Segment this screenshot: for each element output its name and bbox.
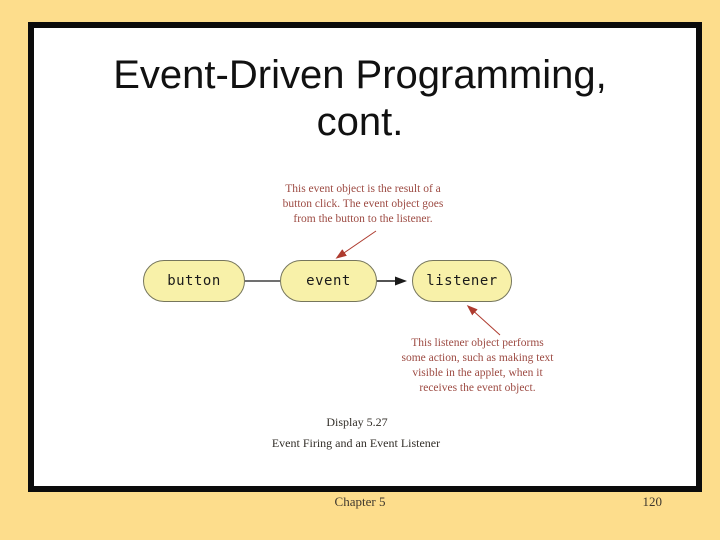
footer-chapter-label: Chapter 5: [334, 494, 386, 509]
diagram-node-event: event: [280, 260, 377, 302]
annotation-line: This listener object performs: [411, 337, 544, 349]
diagram-node-button: button: [143, 260, 245, 302]
slide-title-line-1: Event-Driven Programming,: [113, 53, 607, 97]
slide-title: Event-Driven Programming, cont.: [30, 52, 690, 146]
diagram-node-listener: listener: [412, 260, 512, 302]
annotation-line: receives the event object.: [419, 382, 536, 394]
figure-caption: Event Firing and an Event Listener: [271, 436, 441, 450]
annotation-line: some action, such as making text: [401, 352, 554, 364]
slide-title-line-2: cont.: [316, 100, 404, 144]
annotation-line: button click. The event object goes: [282, 198, 444, 210]
listener-object-annotation: This listener object performs some actio…: [385, 336, 570, 396]
annotation-line: This event object is the result of a: [285, 183, 441, 195]
event-object-annotation: This event object is the result of a but…: [258, 182, 468, 227]
footer-page-number: 120: [642, 494, 663, 509]
annotation-line: from the button to the listener.: [293, 213, 433, 225]
figure-display-number: Display 5.27: [326, 415, 388, 429]
annotation-line: visible in the applet, when it: [412, 367, 543, 379]
